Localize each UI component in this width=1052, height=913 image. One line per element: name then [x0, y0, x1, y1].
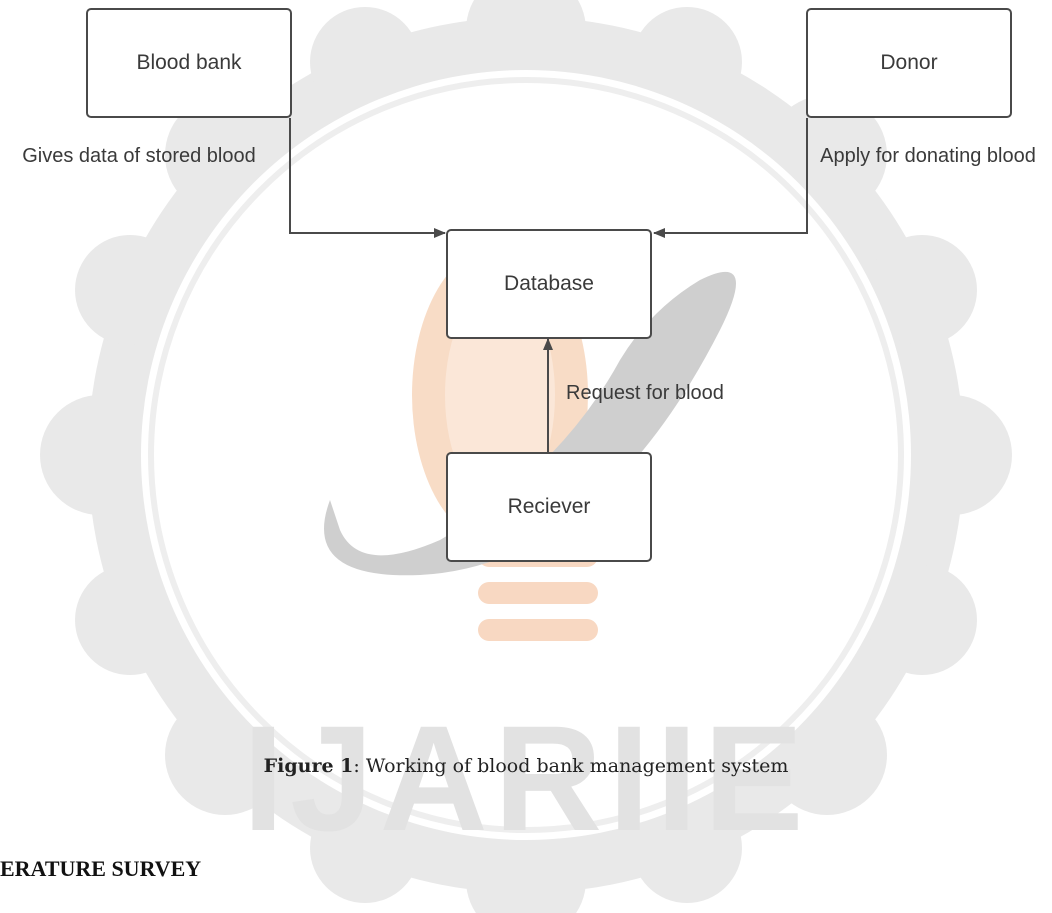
node-donor-label: Donor — [880, 51, 938, 74]
edge-blood-bank-to-database — [289, 118, 446, 238]
node-donor: Donor — [806, 8, 1012, 118]
edge-label-receiver: Request for blood — [566, 382, 724, 404]
svg-text:IJARIIE: IJARIIE — [242, 694, 809, 862]
edge-label-blood-bank: Gives data of stored blood — [22, 145, 256, 167]
section-heading: ERATURE SURVEY — [0, 856, 202, 881]
node-receiver: Reciever — [446, 452, 652, 562]
edge-label-donor: Apply for donating blood — [820, 145, 1036, 167]
edge-donor-to-database — [653, 118, 808, 238]
node-blood-bank-label: Blood bank — [136, 51, 242, 74]
node-database-label: Database — [504, 272, 594, 295]
node-blood-bank: Blood bank — [86, 8, 292, 118]
node-database: Database — [446, 229, 652, 339]
figure-caption-text: : Working of blood bank management syste… — [353, 755, 789, 777]
figure-caption-label: Figure 1 — [263, 755, 354, 777]
node-receiver-label: Reciever — [507, 495, 591, 518]
figure-caption: Figure 1: Working of blood bank manageme… — [0, 755, 1052, 777]
